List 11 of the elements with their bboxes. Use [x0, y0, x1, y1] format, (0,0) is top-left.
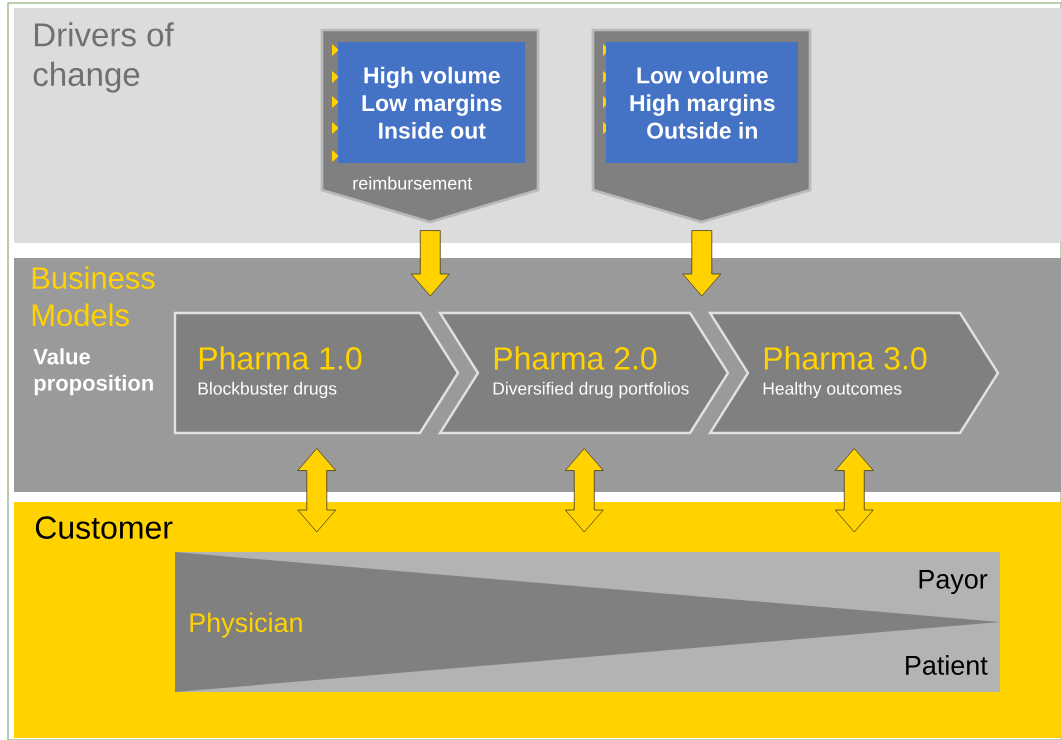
chevron-box: Pharma 1.0 Blockbuster drugs — [173, 311, 460, 435]
block-arrow — [564, 448, 604, 533]
block-arrow — [410, 230, 450, 297]
text-box: Low volume High margins Outside in — [606, 42, 798, 163]
block-arrow — [682, 230, 722, 297]
text-box: High volume Low margins Inside out — [338, 42, 525, 163]
chevron-box: Pharma 2.0 Diversified drug portfolios — [437, 311, 730, 435]
chevron-box: Pharma 3.0 Healthy outcomes — [707, 311, 1000, 435]
block-arrow — [834, 448, 874, 533]
wedge-chart: Physician Payor Patient — [175, 552, 1000, 692]
block-arrow — [297, 448, 337, 533]
